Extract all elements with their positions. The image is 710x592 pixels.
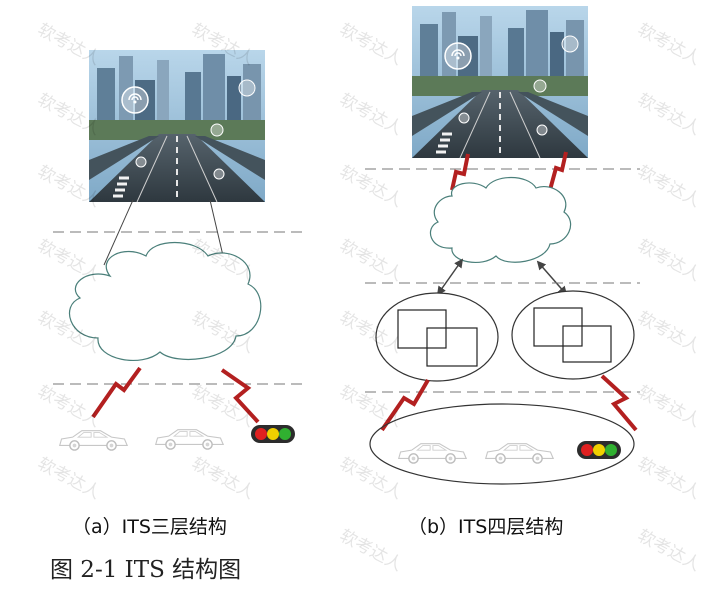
city-photo-b — [412, 6, 588, 158]
cloud-a — [69, 241, 262, 361]
car-icon — [485, 442, 554, 464]
middleware-node-left — [375, 292, 499, 382]
connector-right-a — [209, 199, 225, 261]
car-icon — [59, 429, 128, 451]
middleware-node-right — [511, 290, 635, 380]
traffic-light-icon — [251, 425, 295, 443]
bidirectional-arrow-left — [436, 258, 464, 296]
wireless-link-a1 — [91, 366, 142, 419]
wireless-link-b4 — [600, 374, 638, 432]
car-icon — [154, 428, 224, 450]
caption-three-layer: （a）ITS三层结构 — [72, 516, 227, 538]
caption-four-layer: （b）ITS四层结构 — [408, 516, 564, 538]
terminal-layer-ellipse — [369, 403, 635, 485]
wireless-link-b3 — [380, 378, 430, 432]
cloud-b — [429, 177, 572, 263]
wireless-link-b2 — [548, 151, 568, 191]
four-layer-diagram — [365, 6, 640, 485]
wireless-link-a2 — [220, 368, 260, 424]
car-icon — [398, 442, 467, 464]
wireless-link-b1 — [450, 153, 470, 191]
three-layer-diagram — [53, 50, 302, 451]
bidirectional-arrow-right — [536, 260, 568, 296]
figure-title: 图 2-1 ITS 结构图 — [50, 557, 242, 583]
city-photo-a — [89, 50, 265, 202]
traffic-light-icon — [577, 441, 621, 459]
connector-left-a — [103, 199, 134, 266]
